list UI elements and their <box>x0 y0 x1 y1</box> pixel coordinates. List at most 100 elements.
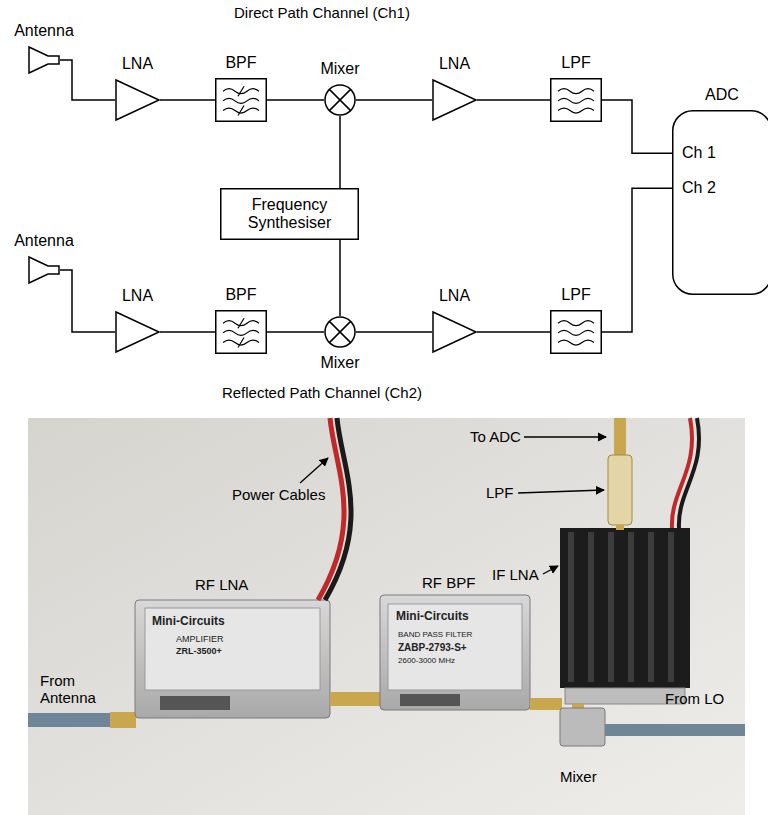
rf-bpf-plate <box>388 604 522 690</box>
photo-annotation: RF LNA <box>195 576 248 593</box>
adc-outline <box>673 111 768 295</box>
filter-mark <box>238 86 244 96</box>
photo-annotation: Power Cables <box>232 486 325 503</box>
photo-annotation: From Antenna <box>40 672 120 707</box>
node-label: Antenna <box>14 22 74 40</box>
device-marking: ZRL-3500+ <box>176 646 222 656</box>
amplifier-triangle: LNA <box>115 79 160 121</box>
node-label: Antenna <box>14 232 74 250</box>
rf-bpf-housing <box>380 595 530 710</box>
power-cable-black <box>325 418 351 600</box>
mixer-housing <box>560 708 605 746</box>
node-outline <box>324 316 356 348</box>
signal-wire <box>267 331 324 333</box>
node-outline <box>28 46 60 74</box>
node-label: LNA <box>122 55 153 73</box>
filter-wave <box>558 89 594 94</box>
filter-wave <box>558 98 594 103</box>
amplifier-outline <box>116 80 159 120</box>
channel-title: Reflected Path Channel (Ch2) <box>222 384 422 401</box>
leader-arrow <box>524 436 606 437</box>
amplifier-triangle: LNA <box>115 311 160 353</box>
signal-wire <box>602 100 672 153</box>
node-outline <box>115 311 160 353</box>
device-marking: Mini-Circuits <box>396 610 469 624</box>
filter-wave <box>223 98 259 103</box>
heatsink-fins <box>568 532 674 682</box>
node-outline <box>215 78 267 122</box>
amplifier-triangle: LNA <box>432 311 477 353</box>
filter-outline <box>216 311 267 354</box>
leader-arrow <box>300 458 328 483</box>
fin <box>668 532 674 682</box>
filter-mark <box>238 318 244 328</box>
node-outline <box>115 79 160 121</box>
node-label: LNA <box>122 287 153 305</box>
port-label: Ch 2 <box>682 179 716 197</box>
sma-connector <box>616 525 624 530</box>
signal-wire <box>477 99 550 101</box>
node-outline <box>550 310 602 354</box>
lowpass-filter-box: LPF <box>550 310 602 354</box>
mixer-circle: Mixer <box>324 84 356 116</box>
photo-annotation: RF BPF <box>422 574 475 591</box>
channel-title: Direct Path Channel (Ch1) <box>234 4 410 21</box>
photo-annotation: IF LNA <box>492 566 539 583</box>
sma-connector <box>330 692 380 706</box>
rf-lna-plate <box>145 608 320 690</box>
signal-wire <box>356 331 432 333</box>
mixer-outline <box>325 85 355 115</box>
lo-cable <box>605 724 745 736</box>
photo-annotation: LPF <box>486 484 514 501</box>
box-outline <box>221 189 359 240</box>
signal-wire <box>356 99 432 101</box>
filter-wave <box>558 340 594 345</box>
bandpass-filter-box: BPF <box>215 78 267 122</box>
barcode <box>400 694 460 706</box>
signal-wire <box>160 99 215 101</box>
antenna-symbol: Antenna <box>28 46 60 74</box>
mixer-cross <box>329 321 350 342</box>
signal-wire <box>339 116 341 188</box>
filter-mark <box>238 106 244 116</box>
filter-wave <box>558 330 594 335</box>
lpf-cylinder <box>608 455 632 525</box>
filter-outline <box>216 79 267 122</box>
photo-background <box>28 418 745 815</box>
signal-wire <box>60 270 115 332</box>
amplifier-outline <box>433 312 476 352</box>
fin <box>648 532 654 682</box>
antenna-symbol: Antenna <box>28 256 60 284</box>
if-lna-heatsink <box>560 528 690 688</box>
device-marking: Mini-Circuits <box>152 615 225 629</box>
node-label: Frequency Synthesiser <box>230 196 349 233</box>
node-outline <box>432 79 477 121</box>
mixer-circle: Mixer <box>324 316 356 348</box>
node-label: LPF <box>561 286 590 304</box>
node-outline <box>550 78 602 122</box>
antenna-outline <box>29 257 59 283</box>
antenna-cable <box>28 713 122 727</box>
adc-cable <box>614 418 626 458</box>
node-label: Mixer <box>320 60 359 78</box>
device-marking: BAND PASS FILTER <box>398 630 472 639</box>
fin <box>608 532 614 682</box>
leader-arrow <box>543 566 558 574</box>
signal-wire <box>60 60 115 100</box>
photo-annotation: Mixer <box>560 768 597 785</box>
signal-wire <box>267 99 324 101</box>
node-label: Mixer <box>320 354 359 372</box>
filter-outline <box>551 79 602 122</box>
fin <box>588 532 594 682</box>
fin <box>568 532 574 682</box>
signal-wire <box>160 331 215 333</box>
barcode <box>160 696 230 710</box>
sma-connector <box>530 698 562 710</box>
power-cable-black <box>679 418 699 528</box>
device-marking: 2600-3000 MHz <box>398 656 455 665</box>
filter-wave <box>558 108 594 113</box>
synthesiser-box: Frequency Synthesiser <box>220 188 359 240</box>
